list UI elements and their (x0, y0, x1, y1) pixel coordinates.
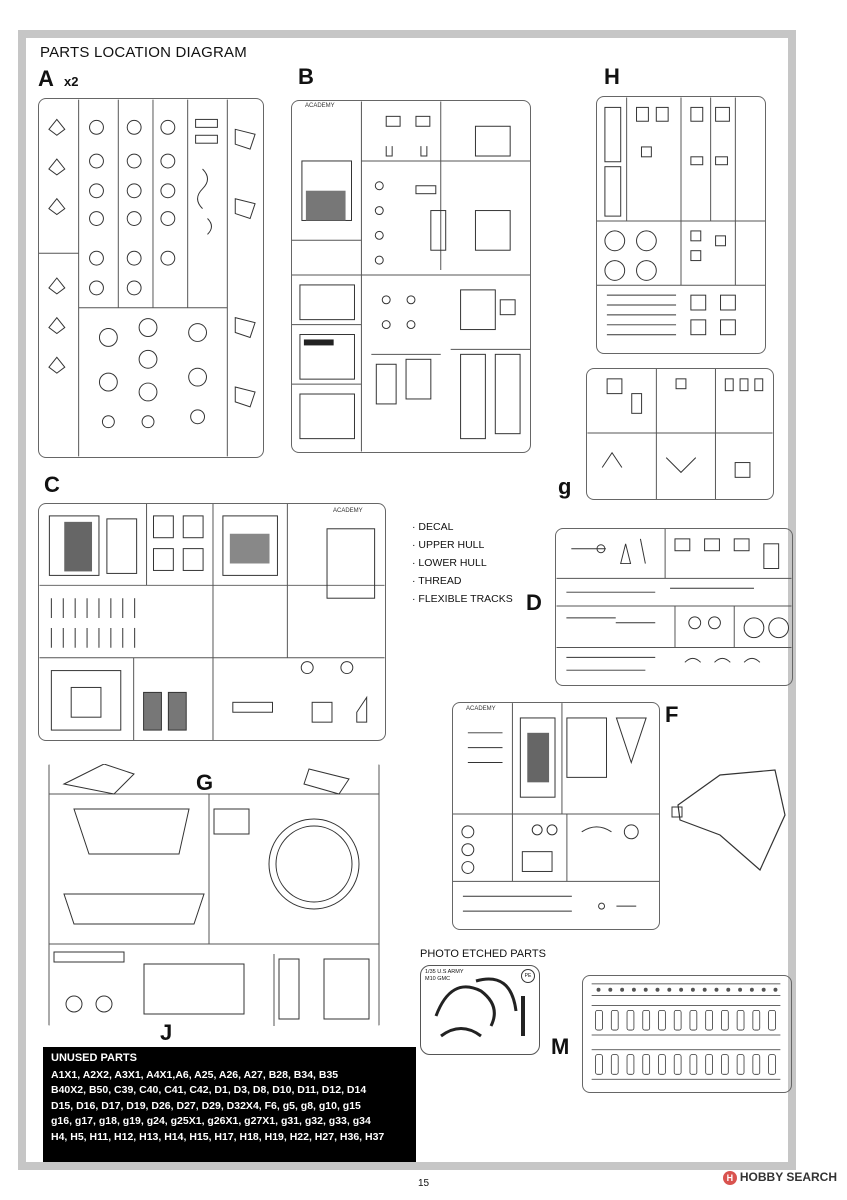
legend-list: · DECAL · UPPER HULL · LOWER HULL · THRE… (412, 518, 513, 608)
legend-item-flexible-tracks: · FLEXIBLE TRACKS (412, 593, 513, 605)
sprue-letter-d: D (526, 590, 542, 615)
unused-parts-line: g16, g17, g18, g19, g24, g25X1, g26X1, g… (51, 1115, 371, 1128)
sprue-c-frame (38, 503, 386, 741)
sprue-h-drawing (597, 97, 765, 336)
sprue-letter-h: H (604, 64, 620, 89)
sprue-letter-f: F (665, 702, 679, 727)
sprue-letter-g: g (558, 474, 572, 499)
sprue-d-frame (555, 528, 793, 686)
sprue-a-multiplier: x2 (64, 74, 79, 89)
sprue-letter-j: J (160, 1020, 173, 1045)
sprue-a-drawing (39, 99, 256, 457)
legend-item-thread: · THREAD (412, 575, 462, 587)
sprue-g-drawing (48, 764, 380, 1026)
sprue-f-brand: ACADEMY (466, 706, 496, 712)
unused-parts-line: A1X1, A2X2, A3X1, A4X1,A6, A25, A26, A27… (51, 1068, 339, 1081)
sprue-h-frame (596, 96, 766, 354)
legend-item-lower-hull: · LOWER HULL (412, 557, 487, 569)
page-frame (18, 30, 796, 1170)
watermark-logo-icon: H (722, 1170, 737, 1185)
unused-parts-line: B40X2, B50, C39, C40, C41, C42, D1, D3, … (51, 1084, 367, 1097)
sprue-letter-b: B (298, 64, 314, 89)
sprue-b-brand: ACADEMY (305, 103, 335, 109)
sprue-f-hull-plate (671, 769, 786, 871)
sprue-b-frame (291, 100, 531, 453)
sprue-f-frame (452, 702, 660, 930)
photo-etched-fret: 1/35 U.S ARMY M10 GMC PE (420, 965, 540, 1055)
photo-etched-drawing (434, 977, 525, 1038)
sprue-f-drawing (453, 703, 659, 912)
unused-parts-box: UNUSED PARTS A1X1, A2X2, A3X1, A4X1,A6, … (43, 1047, 416, 1162)
page-title: PARTS LOCATION DIAGRAM (40, 44, 247, 61)
sprue-g-frame (44, 764, 384, 1026)
photo-etched-title: PHOTO ETCHED PARTS (420, 948, 546, 960)
unused-parts-line: D15, D16, D17, D19, D26, D27, D29, D32X4… (51, 1099, 361, 1112)
photo-etched-label: 1/35 U.S ARMY M10 GMC (425, 969, 464, 982)
sprue-m-drawing (591, 983, 781, 1080)
unused-parts-heading: UNUSED PARTS (51, 1052, 137, 1064)
sprue-d-drawing (556, 529, 792, 671)
sprue-letter-g-upper: G (196, 770, 214, 795)
sprue-g-small-frame (586, 368, 774, 500)
sprue-letter-a: A (38, 66, 54, 91)
sprue-letter-c: C (44, 472, 60, 497)
legend-item-upper-hull: · UPPER HULL (412, 539, 485, 551)
legend-item-decal: · DECAL (412, 521, 454, 533)
sprue-letter-m: M (551, 1034, 570, 1059)
sprue-a-frame (38, 98, 264, 458)
page-number: 15 (417, 1178, 430, 1189)
sprue-g-small-drawing (587, 369, 773, 499)
photo-etched-badge: PE (521, 969, 535, 983)
sprue-c-brand: ACADEMY (333, 508, 363, 514)
sprue-b-drawing (292, 101, 530, 452)
sprue-c-drawing (39, 504, 385, 740)
sprue-m-frame (582, 975, 792, 1093)
unused-parts-line: H4, H5, H11, H12, H13, H14, H15, H17, H1… (51, 1130, 385, 1143)
